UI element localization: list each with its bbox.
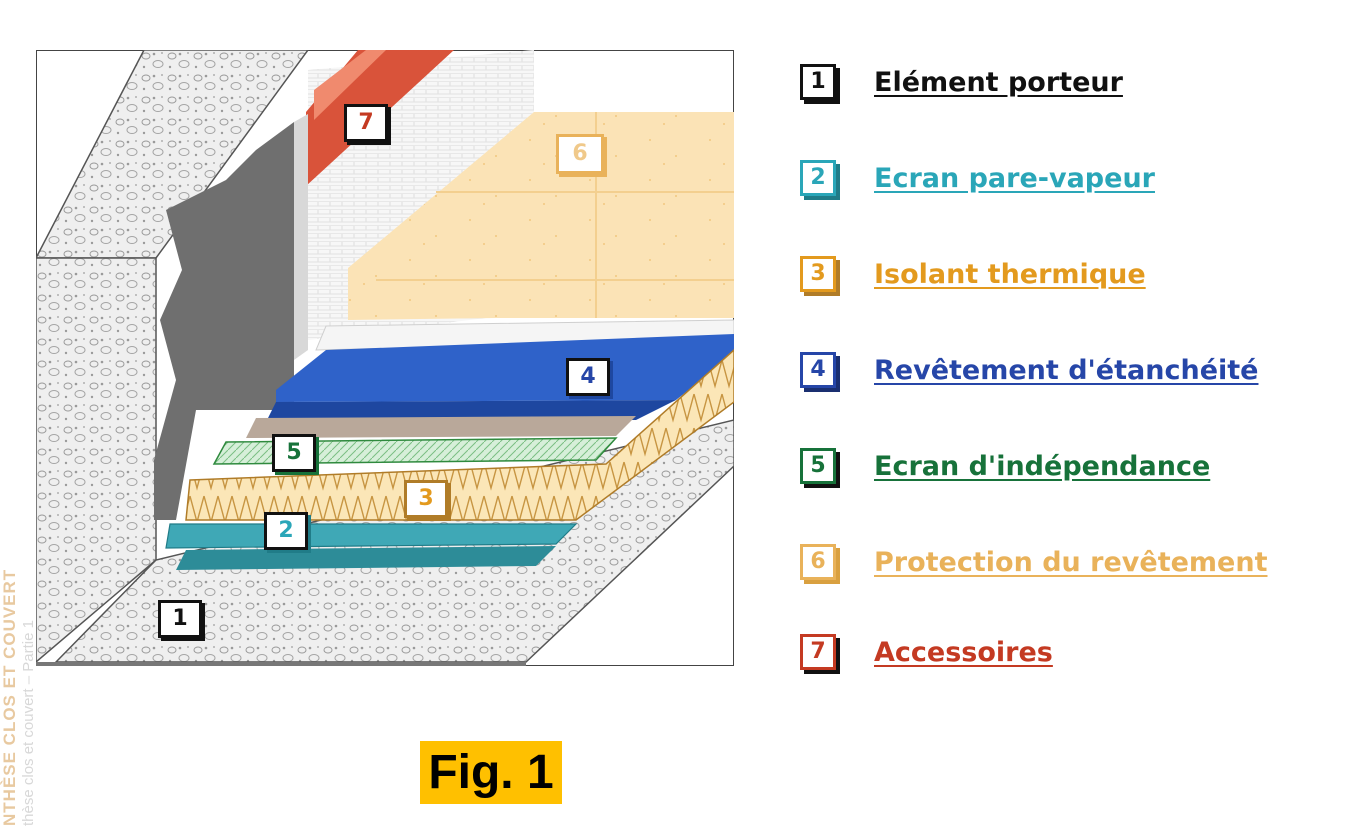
badge-6: 6 — [556, 134, 604, 174]
legend-label-1[interactable]: Elément porteur — [874, 66, 1123, 98]
legend-label-7[interactable]: Accessoires — [874, 636, 1053, 668]
legend-number-2: 2 — [800, 160, 836, 196]
badge-2: 2 — [264, 512, 308, 550]
figure-caption: Fig. 1 — [420, 741, 562, 804]
badge-5: 5 — [272, 434, 316, 472]
legend-label-4[interactable]: Revêtement d'étanchéité — [874, 354, 1259, 386]
legend-label-3[interactable]: Isolant thermique — [874, 258, 1146, 290]
side-text-line-1: NTHÈSE CLOS ET COUVERT — [0, 568, 19, 826]
legend-label-6[interactable]: Protection du revêtement — [874, 546, 1268, 578]
legend-item-isolant-thermique[interactable]: 3 Isolant thermique — [800, 252, 1340, 296]
legend-item-ecran-independance[interactable]: 5 Ecran d'indépendance — [800, 444, 1340, 488]
badge-1: 1 — [158, 600, 202, 638]
legend-item-protection-revetement[interactable]: 6 Protection du revêtement — [800, 540, 1340, 584]
legend-number-6: 6 — [800, 544, 836, 580]
side-watermark-text: NTHÈSE CLOS ET COUVERT thèse clos et cou… — [0, 569, 38, 826]
roof-layers-illustration — [34, 49, 735, 667]
legend-label-2[interactable]: Ecran pare-vapeur — [874, 162, 1155, 194]
legend-item-revetement-etancheite[interactable]: 4 Revêtement d'étanchéité — [800, 348, 1340, 392]
legend-number-4: 4 — [800, 352, 836, 388]
legend-number-1: 1 — [800, 64, 836, 100]
badge-7: 7 — [344, 104, 388, 142]
badge-3: 3 — [404, 480, 448, 518]
legend-item-ecran-pare-vapeur[interactable]: 2 Ecran pare-vapeur — [800, 156, 1340, 200]
legend-item-accessoires[interactable]: 7 Accessoires — [800, 630, 1340, 674]
legend-number-7: 7 — [800, 634, 836, 670]
legend-number-3: 3 — [800, 256, 836, 292]
badge-4: 4 — [566, 358, 610, 396]
legend-number-5: 5 — [800, 448, 836, 484]
roof-layers-diagram: 1 2 3 4 5 6 7 — [34, 49, 735, 667]
legend-item-element-porteur[interactable]: 1 Elément porteur — [800, 60, 1340, 104]
legend-label-5[interactable]: Ecran d'indépendance — [874, 450, 1211, 482]
